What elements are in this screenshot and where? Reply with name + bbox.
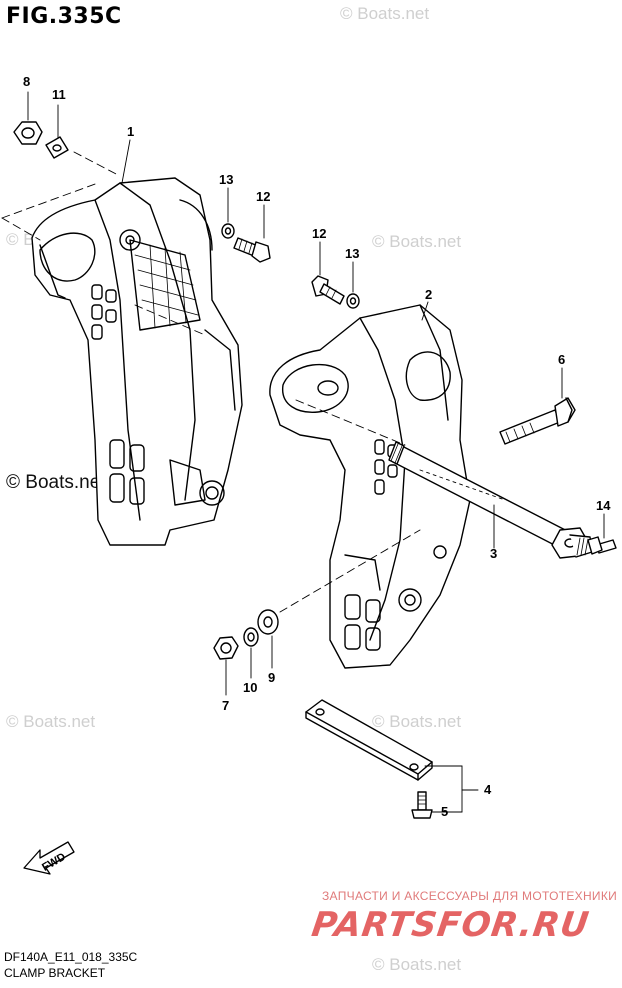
washer-10 (243, 627, 259, 647)
callout-13: 13 (219, 172, 233, 187)
callout-13-second: 13 (345, 246, 359, 261)
tilt-shaft (388, 441, 593, 559)
watermark-left-lower: © Boats.net (6, 712, 96, 731)
callout-11: 11 (52, 87, 66, 102)
callout-7: 7 (222, 698, 229, 713)
washer-11 (45, 136, 69, 159)
promo-brand-logo: PARTSFOR.RU (309, 905, 592, 945)
callout-3: 3 (490, 546, 497, 561)
callout-10: 10 (243, 680, 257, 695)
callout-12: 12 (256, 189, 270, 204)
callout-1: 1 (127, 124, 134, 139)
watermark-right-lower: © Boats.net (372, 712, 462, 731)
bolt-5 (411, 791, 433, 819)
callout-labels: 8 11 1 13 12 12 13 2 6 14 3 7 10 9 4 5 (23, 74, 611, 819)
watermark-right-upper: © Boats.net (372, 232, 462, 251)
leader-lines (1, 91, 605, 813)
watermark-top: © Boats.net (340, 4, 430, 23)
promo-tagline: ЗАПЧАСТИ И АКСЕССУАРЫ ДЛЯ МОТОТЕХНИКИ (322, 889, 618, 903)
bolt-6 (499, 397, 576, 445)
watermark-center-left: © Boats.net (6, 472, 106, 493)
callout-4: 4 (484, 782, 492, 797)
watermark-bottom: © Boats.net (372, 955, 462, 974)
figure-caption: CLAMP BRACKET (4, 966, 106, 980)
callout-9: 9 (268, 670, 275, 685)
fwd-label: FWD (40, 851, 68, 874)
callout-12-second: 12 (312, 226, 326, 241)
washer-9 (257, 609, 279, 635)
fwd-arrow-icon: FWD (23, 841, 75, 875)
callout-14: 14 (596, 498, 611, 513)
washer-13-lower (346, 293, 360, 309)
anode-plate-4 (305, 699, 433, 781)
bolt-12-lower (311, 275, 345, 305)
clamp-bracket-left (31, 177, 243, 546)
figure-code: DF140A_E11_018_335C (4, 950, 138, 964)
callout-2: 2 (425, 287, 432, 302)
washer-13-upper (221, 223, 235, 239)
bolt-12-upper (233, 237, 271, 263)
callout-8: 8 (23, 74, 30, 89)
figure-title: FIG.335C (6, 4, 122, 29)
callout-5: 5 (441, 804, 448, 819)
bolt-14 (587, 536, 617, 555)
nut-8 (13, 121, 43, 145)
callout-6: 6 (558, 352, 565, 367)
nut-7 (213, 636, 239, 660)
